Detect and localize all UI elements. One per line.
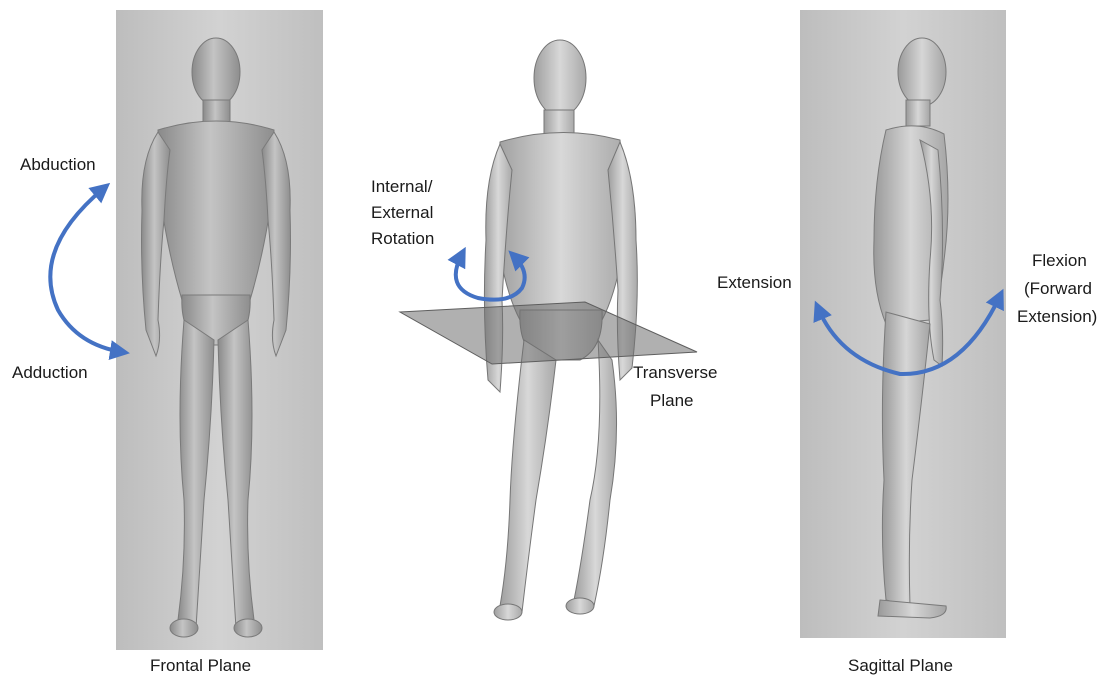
extension-label: Extension <box>717 272 792 294</box>
rotation-label-line1: Internal/ <box>371 176 432 198</box>
transverse-plane-label-line1: Transverse <box>633 362 717 384</box>
adduction-label: Adduction <box>12 362 88 384</box>
abduction-label: Abduction <box>20 154 96 176</box>
sagittal-panel <box>800 10 1006 638</box>
rotation-label-line3: Rotation <box>371 228 434 250</box>
frontal-panel <box>50 10 323 650</box>
transverse-plane-label-line2: Plane <box>650 390 693 412</box>
transverse-plane-surface <box>400 302 697 364</box>
frontal-plane-caption: Frontal Plane <box>150 656 251 676</box>
flexion-label-line3: Extension) <box>1017 306 1097 328</box>
flexion-label-line2: (Forward <box>1024 278 1092 300</box>
sagittal-plane-caption: Sagittal Plane <box>848 656 953 676</box>
transverse-panel <box>400 40 697 620</box>
rotation-label-line2: External <box>371 202 433 224</box>
abduction-adduction-arrow <box>50 188 122 352</box>
flexion-label-line1: Flexion <box>1032 250 1087 272</box>
